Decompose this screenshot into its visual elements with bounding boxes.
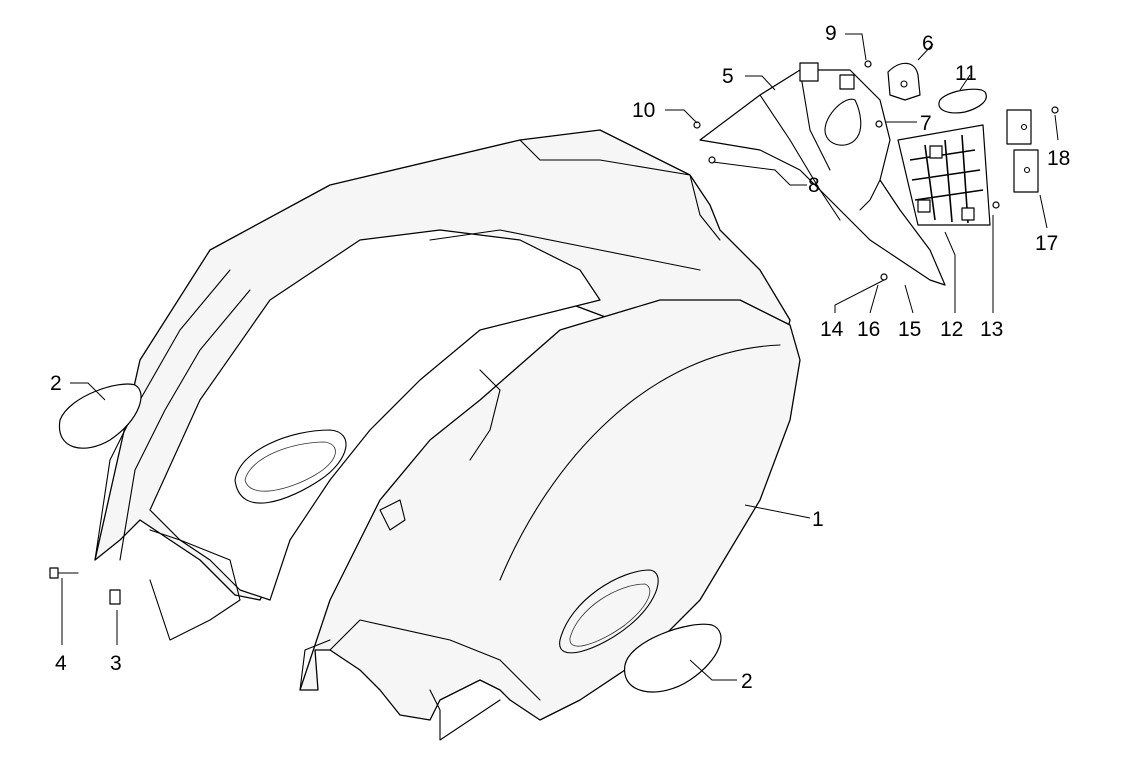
pad-left-part bbox=[58, 383, 142, 449]
callout-6: 6 bbox=[922, 32, 934, 55]
screws-part bbox=[693, 60, 1059, 281]
callout-2-left: 2 bbox=[50, 372, 62, 395]
nut-3-part bbox=[109, 589, 121, 605]
callout-3: 3 bbox=[110, 652, 122, 675]
lamp-6-part bbox=[887, 62, 921, 101]
bolt-4-part bbox=[49, 567, 79, 579]
callout-16: 16 bbox=[857, 318, 880, 341]
pad-right-part bbox=[624, 623, 722, 693]
callout-14: 14 bbox=[820, 318, 844, 341]
callout-15: 15 bbox=[898, 318, 921, 341]
callout-10: 10 bbox=[632, 99, 655, 122]
callout-13: 13 bbox=[980, 318, 1003, 341]
callout-7: 7 bbox=[920, 112, 932, 135]
callout-5: 5 bbox=[722, 65, 734, 88]
callout-4: 4 bbox=[55, 652, 67, 675]
callout-12: 12 bbox=[940, 318, 963, 341]
callout-2-right: 2 bbox=[741, 670, 753, 693]
callout-17: 17 bbox=[1035, 232, 1058, 255]
callout-labels: 1 2 2 3 4 5 6 7 8 9 10 11 12 13 14 15 16… bbox=[50, 22, 1070, 693]
light-housing-part bbox=[699, 62, 946, 286]
callout-18: 18 bbox=[1047, 147, 1070, 170]
license-plate-grid-part bbox=[897, 124, 991, 226]
clip-17-part bbox=[1006, 109, 1039, 193]
callout-9: 9 bbox=[825, 22, 837, 45]
leader-lines bbox=[61, 33, 1059, 681]
callout-1: 1 bbox=[812, 508, 824, 531]
rear-body-cover-part bbox=[94, 129, 801, 741]
lens-11-part bbox=[938, 88, 987, 114]
callout-8: 8 bbox=[808, 174, 820, 197]
callout-11: 11 bbox=[955, 62, 977, 85]
